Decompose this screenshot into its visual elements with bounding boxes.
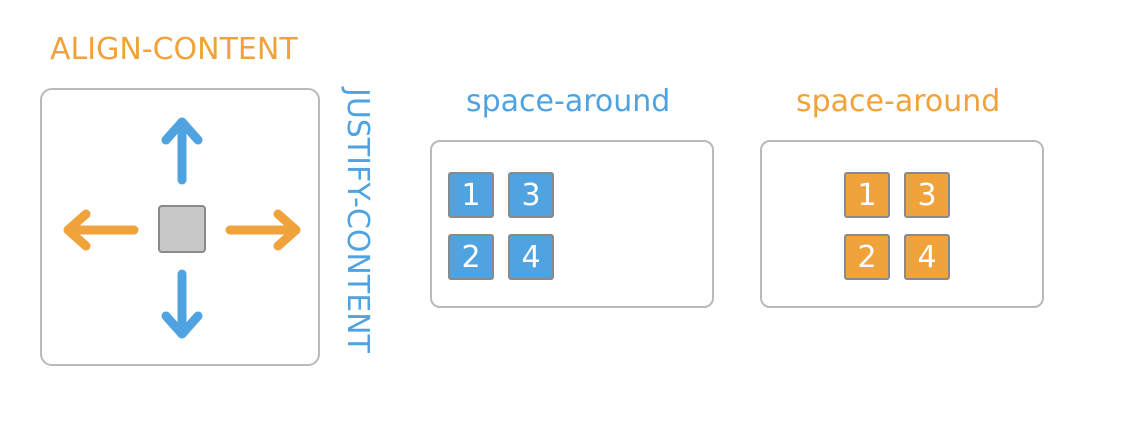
justify-content-label: JUSTIFY-CONTENT: [340, 88, 375, 353]
panel-title-blue: space-around: [466, 84, 671, 119]
arrow-up-icon: [161, 117, 203, 185]
flex-item: 1: [844, 172, 890, 218]
flex-item: 3: [904, 172, 950, 218]
center-square-icon: [158, 205, 206, 253]
arrow-right-icon: [225, 209, 301, 251]
align-content-label: ALIGN-CONTENT: [50, 32, 298, 67]
flex-item: 4: [508, 234, 554, 280]
flex-panel-orange: 1 3 2 4: [760, 140, 1044, 308]
arrow-left-icon: [63, 209, 139, 251]
arrow-down-icon: [161, 269, 203, 339]
panel-title-orange: space-around: [796, 84, 1001, 119]
axis-diagram-box: [40, 88, 320, 366]
flex-item: 4: [904, 234, 950, 280]
flex-item: 2: [448, 234, 494, 280]
flex-item: 1: [448, 172, 494, 218]
flex-panel-blue: 1 3 2 4: [430, 140, 714, 308]
flex-item: 2: [844, 234, 890, 280]
axis-arrows: [63, 117, 301, 339]
flex-item: 3: [508, 172, 554, 218]
